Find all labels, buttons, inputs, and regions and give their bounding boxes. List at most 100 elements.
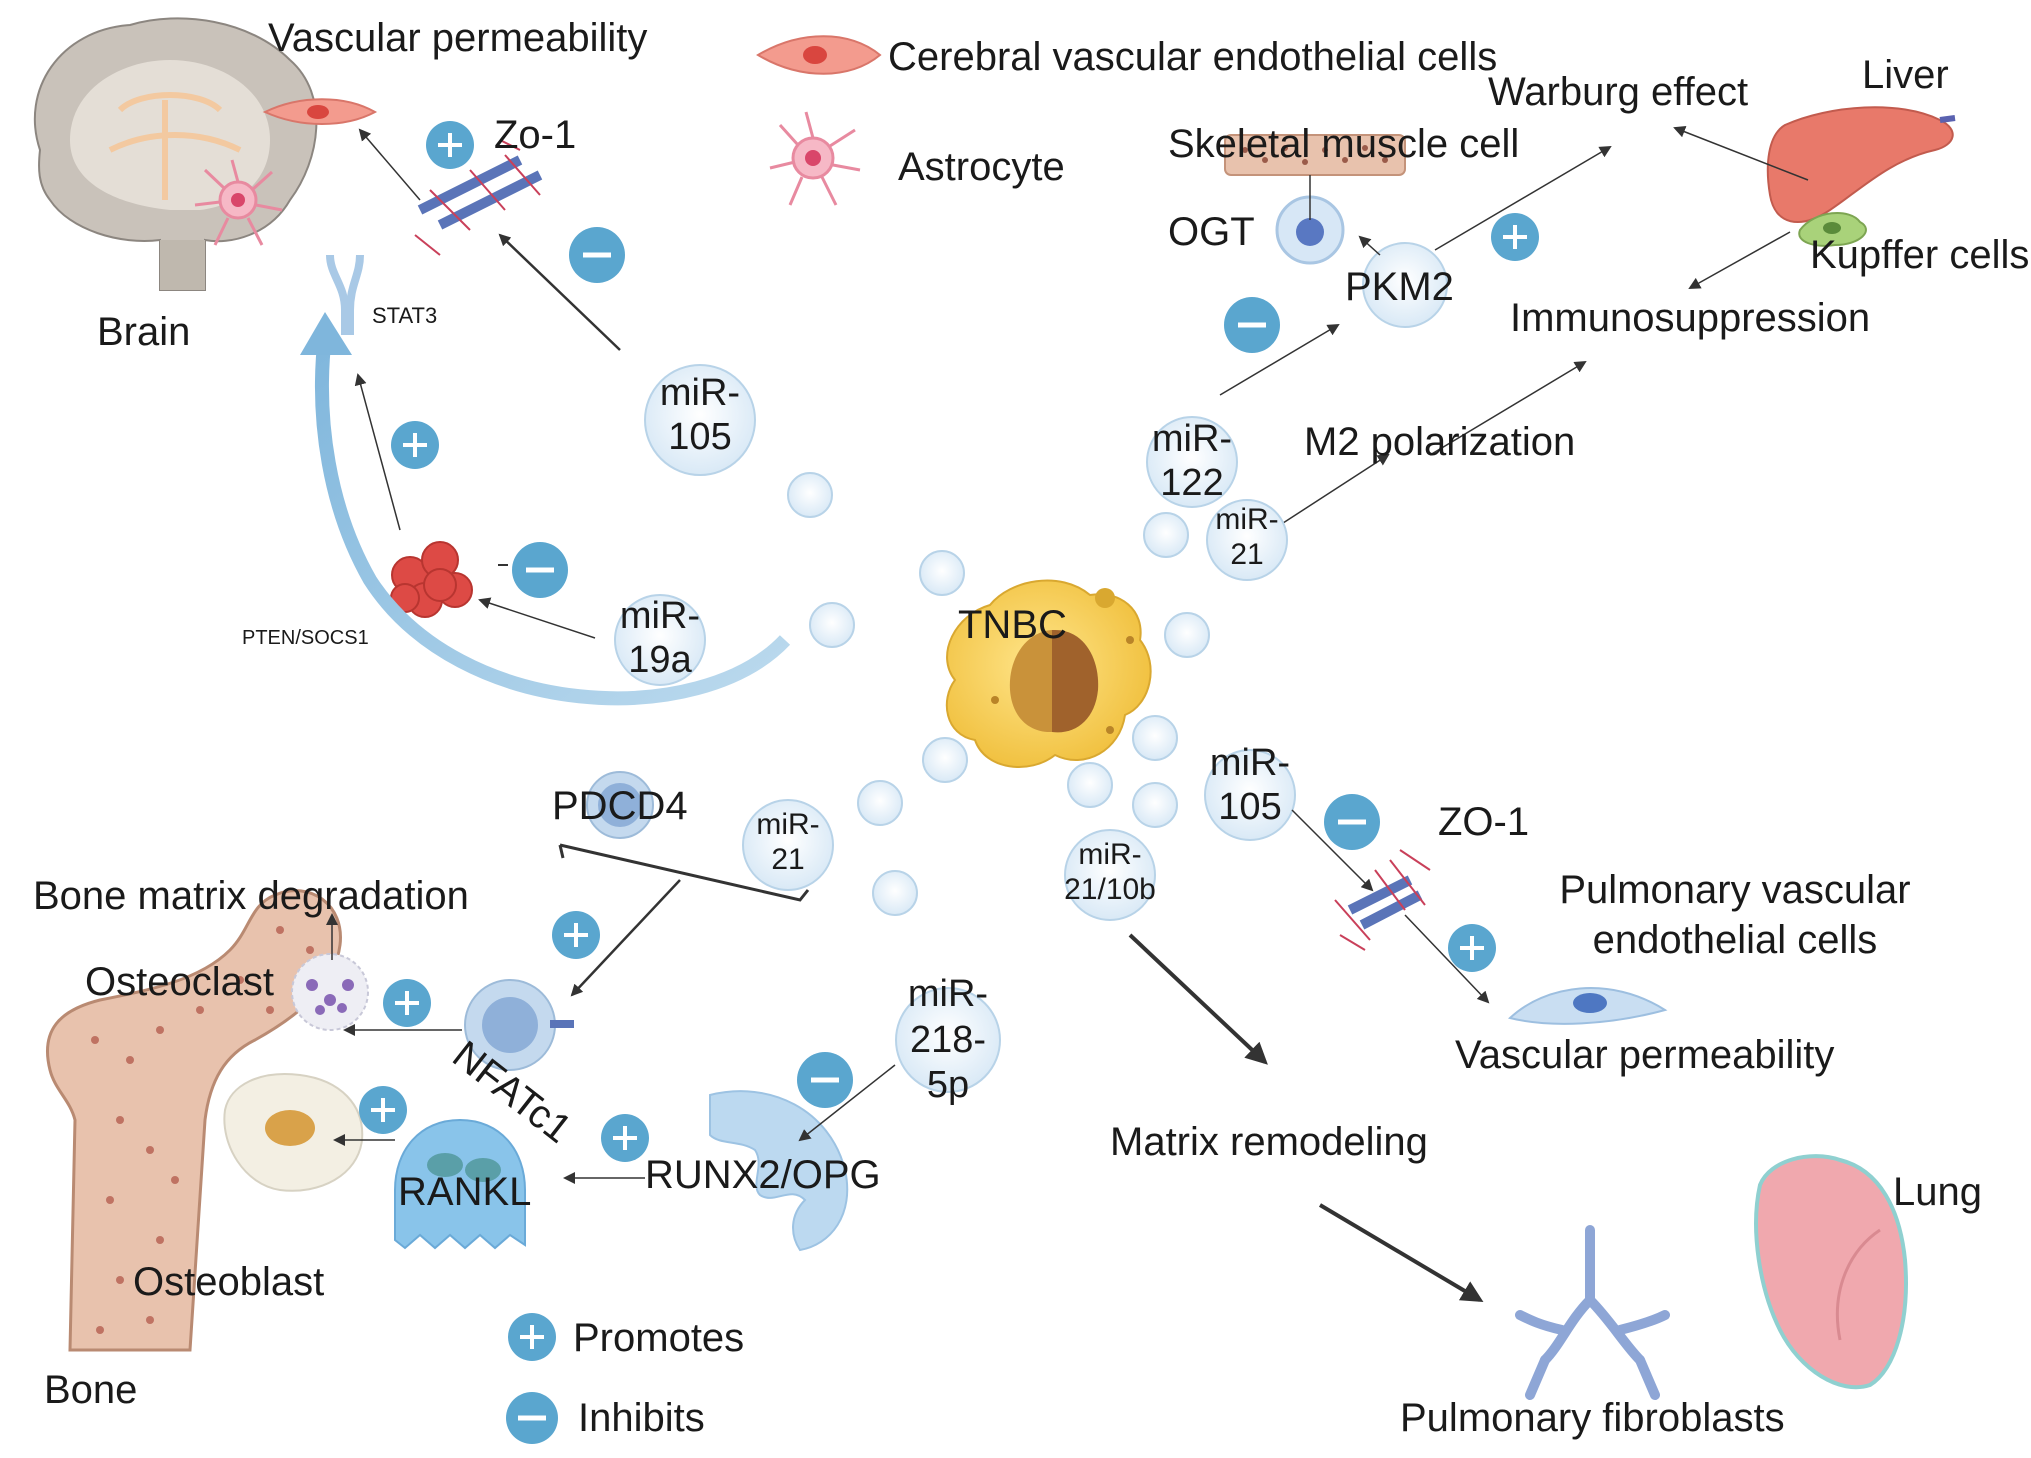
curved-arrow-to-brain (315, 334, 791, 706)
label-zo1-lung: ZO-1 (1438, 800, 1530, 844)
label-m2-polarization: M2 polarization (1304, 420, 1576, 464)
label-runx2-opg: RUNX2/OPG (645, 1153, 881, 1197)
legend-promotes: Promotes (573, 1316, 745, 1360)
large-vesicles (614, 364, 1296, 1093)
label-immunosuppression: Immunosuppression (1510, 296, 1871, 340)
arrow-mir105-to-zo1 (498, 233, 621, 351)
vesicle-line: 21 (1230, 537, 1264, 571)
minus-sign-icon (512, 542, 568, 598)
label-liver: Liver (1862, 53, 1949, 97)
plus-sign-icon (383, 979, 431, 1027)
vesicle-line: 21/10b (1064, 872, 1156, 906)
label-matrix-remodeling: Matrix remodeling (1110, 1120, 1428, 1164)
inhibit-bar-end (558, 844, 565, 859)
label-pten-socs1: PTEN/SOCS1 (242, 627, 369, 649)
tumor-cluster-icon (390, 541, 473, 618)
plus-sign-icon (552, 911, 600, 959)
arrow-pkm2-to-warburg (1434, 145, 1612, 251)
arrow-zo1-to-permeability (358, 128, 421, 201)
vesicle-mir21-liver: miR- 21 (1197, 503, 1297, 572)
pulmonary-endothelial-cell-icon (1507, 987, 1668, 1025)
arrow-liver-to-warburg (1673, 126, 1809, 181)
label-brain: Brain (97, 310, 191, 354)
plus-sign-icon (359, 1086, 407, 1134)
label-pulmonary-endothelial-line2: endothelial cells (1592, 918, 1878, 962)
arrow-to-fibroblasts (1318, 1203, 1484, 1303)
vesicle-line: miR- (1078, 838, 1142, 871)
arrow-mir21-to-nfatc1 (570, 879, 681, 997)
label-cerebral-endothelial: Cerebral vascular endothelial cells (888, 35, 1498, 79)
vesicle-mir21-bone: miR- 21 (738, 808, 838, 877)
minus-sign-icon (1224, 297, 1280, 353)
vesicle-line: 105 (1218, 785, 1282, 828)
label-pdcd4: PDCD4 (552, 784, 688, 828)
osteoclast-icon (291, 953, 369, 1031)
label-osteoblast: Osteoblast (133, 1260, 325, 1304)
vesicle-line: miR- (756, 808, 820, 841)
label-skeletal-muscle: Skeletal muscle cell (1168, 122, 1520, 166)
vesicle-line: 218- (909, 1018, 987, 1061)
arrow-to-matrix-remodeling (1128, 933, 1268, 1065)
label-ogt: OGT (1168, 210, 1255, 254)
sign-markers (359, 121, 1539, 1162)
vesicle-line: 21 (771, 842, 805, 876)
brain-endothelial-cell-icon (262, 98, 378, 125)
label-kupffer: Kupffer cells (1810, 233, 2030, 277)
arrow-mir105-to-zo1-lung (1291, 809, 1374, 892)
arrow-mir19a-to-pten (478, 597, 596, 639)
vesicle-mir105-brain: miR- 105 (640, 372, 760, 459)
arrow-mir218-to-runx2 (798, 1064, 896, 1142)
label-rankl: RANKL (398, 1170, 532, 1214)
label-lung: Lung (1893, 1170, 1982, 1214)
bone-illustration (45, 889, 342, 1352)
vesicle-mir122: miR- 122 (1132, 418, 1252, 505)
plus-sign-icon (601, 1114, 649, 1162)
arrow-mir21-to-m2 (1279, 453, 1390, 526)
vesicle-line: 105 (668, 415, 732, 458)
lung-illustration (1754, 1154, 1908, 1390)
plus-sign-icon (1448, 924, 1496, 972)
label-zo1-brain: Zo-1 (494, 113, 577, 157)
osteoblast-icon (223, 1073, 364, 1192)
arrow-pkm2-to-ogt (1358, 235, 1381, 256)
skeletal-muscle-icon (1224, 134, 1406, 176)
legend-astrocyte-icon (769, 111, 861, 206)
vesicle-line: miR- (1151, 418, 1233, 460)
plus-sign-icon (1491, 213, 1539, 261)
vesicle-line: miR- (907, 973, 989, 1015)
brain-astrocyte-icon (194, 159, 283, 246)
label-stat3: STAT3 (372, 303, 438, 328)
vesicle-line: 122 (1160, 461, 1224, 504)
vesicle-line: miR- (659, 372, 741, 414)
minus-sign-icon (569, 227, 625, 283)
vesicle-line: 5p (926, 1064, 970, 1107)
vesicle-mir21-10b: miR- 21/10b (1040, 838, 1180, 907)
pulmonary-fibroblast-icon (1515, 1225, 1670, 1400)
label-tnbc: TNBC (958, 603, 1067, 647)
vesicle-mir19a: miR- 19a (600, 595, 720, 682)
arrow-zo1-to-permeability-lung (1404, 914, 1490, 1004)
minus-sign-icon (797, 1052, 853, 1108)
label-osteoclast: Osteoclast (85, 960, 274, 1004)
legend-endothelial-cell-icon (756, 35, 882, 75)
runx2-cell-icon (709, 1090, 849, 1252)
label-pulmonary-fibroblasts: Pulmonary fibroblasts (1400, 1396, 1785, 1440)
label-pulmonary-endothelial-line1: Pulmonary vascular (1559, 868, 1911, 912)
lung-zo1-junction-icon (1334, 849, 1431, 951)
vesicle-line: miR- (1209, 742, 1291, 784)
label-vascular-permeability-lung: Vascular permeability (1455, 1033, 1835, 1077)
label-pkm2: PKM2 (1345, 265, 1454, 309)
minus-sign-icon (1324, 794, 1380, 850)
ogt-cell-icon (1275, 175, 1345, 265)
label-astrocyte: Astrocyte (898, 145, 1065, 189)
legend-plus-icon (508, 1313, 556, 1361)
arrow-pten-to-stat3 (354, 373, 401, 531)
curved-arrow-head (300, 312, 352, 355)
vesicle-line: miR- (1215, 503, 1279, 536)
plus-sign-icon (426, 121, 474, 169)
arrow-mir122-to-pkm2 (1219, 323, 1340, 396)
kupffer-cell-icon (1798, 211, 1867, 247)
vesicle-line: miR- (619, 595, 701, 637)
